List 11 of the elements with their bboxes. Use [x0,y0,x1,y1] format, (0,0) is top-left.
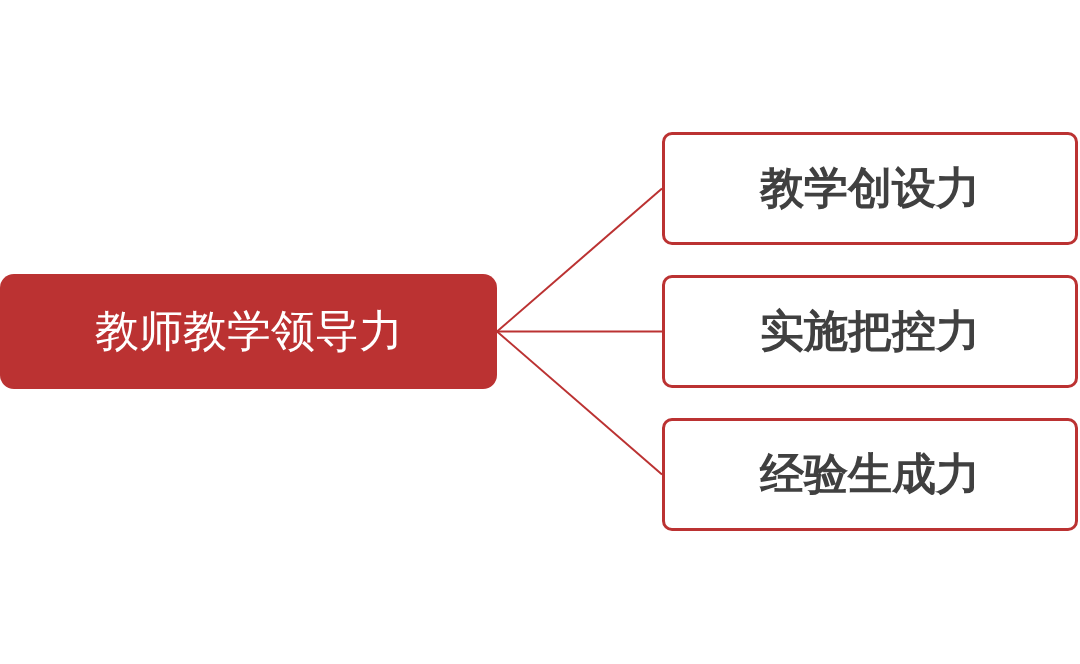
connector-line [496,187,663,333]
topic-label: 教学创设力 [760,161,980,215]
topic-label: 教师教学领导力 [94,304,403,358]
main-topic-box [0,274,497,389]
connector-line [496,330,663,333]
topic-label: 经验生成力 [760,447,980,501]
topic-box [662,275,1078,388]
topic-label: 实施把控力 [760,304,980,358]
topic-box [662,132,1078,245]
connector-line [496,330,663,476]
topic-box [662,418,1078,531]
